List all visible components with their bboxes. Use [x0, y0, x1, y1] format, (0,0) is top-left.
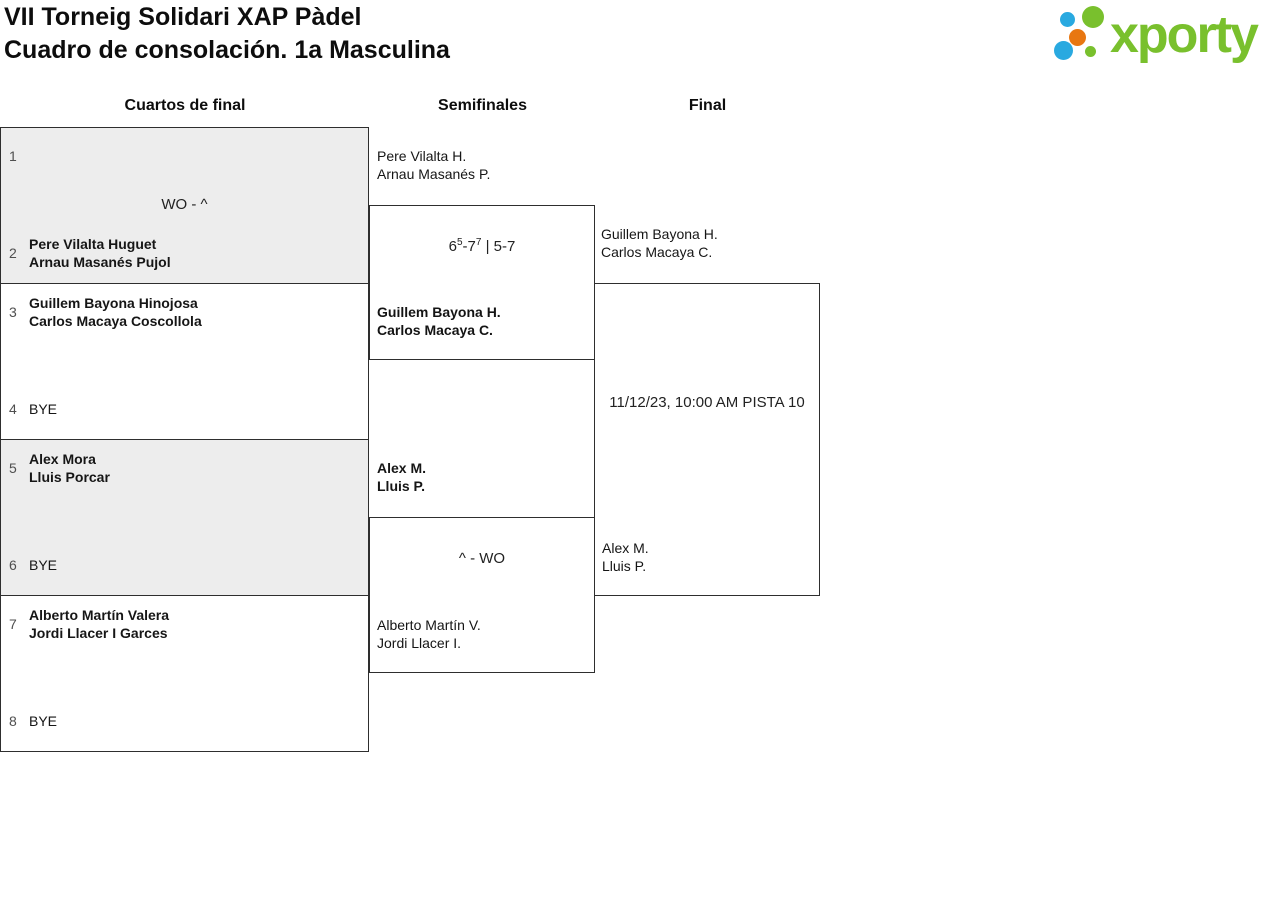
sf1-bottom-team-label: Guillem Bayona H. Carlos Macaya C.: [377, 303, 587, 339]
team-row: 3 Guillem Bayona Hinojosa Carlos Macaya …: [9, 294, 360, 330]
player-name: Arnau Masanés Pujol: [29, 254, 171, 270]
tiebreak-point: 7: [475, 236, 482, 248]
logo-dot-blue-small-icon: [1060, 12, 1075, 27]
sf2-bottom-team-label: Alberto Martín V. Jordi Llacer I.: [377, 616, 587, 652]
column-header-final: Final: [688, 97, 727, 114]
team-names: Guillem Bayona Hinojosa Carlos Macaya Co…: [29, 294, 202, 330]
bye-label: BYE: [29, 401, 58, 417]
match-qf-4[interactable]: 7 Alberto Martín Valera Jordi Llacer I G…: [0, 595, 369, 752]
seed-number: 5: [9, 460, 17, 476]
team-names: Pere Vilalta Huguet Arnau Masanés Pujol: [29, 235, 171, 271]
seed-number: 1: [9, 148, 17, 164]
team-row: 5 Alex Mora Lluis Porcar: [9, 450, 360, 486]
player-name: Pere Vilalta H.: [377, 148, 467, 164]
team-row: 8 BYE: [9, 703, 360, 739]
match-score: [9, 352, 360, 370]
seed-number: 8: [9, 713, 17, 729]
logo-dot-green-small-icon: [1085, 46, 1096, 57]
player-name: Alex M.: [602, 540, 649, 556]
bye-label: BYE: [29, 557, 58, 573]
match-final[interactable]: 11/12/23, 10:00 AM PISTA 10 Alex M. Llui…: [594, 283, 820, 596]
player-name: Lluis P.: [602, 558, 647, 574]
tournament-title: VII Torneig Solidari XAP Pàdel: [4, 3, 362, 31]
seed-number: 3: [9, 304, 17, 320]
match-sf-2[interactable]: ^ - WO Alberto Martín V. Jordi Llacer I.: [369, 517, 595, 673]
match-schedule: 11/12/23, 10:00 AM PISTA 10: [609, 393, 805, 411]
xporty-logo[interactable]: xporty: [1048, 4, 1276, 70]
sf1-top-team-label: Pere Vilalta H. Arnau Masanés P.: [377, 147, 490, 183]
logo-dot-orange-icon: [1069, 29, 1086, 46]
team-names: BYE: [29, 712, 57, 730]
player-name: Guillem Bayona H.: [601, 226, 718, 242]
match-qf-2[interactable]: 3 Guillem Bayona Hinojosa Carlos Macaya …: [0, 283, 369, 440]
player-name: Alex Mora: [29, 451, 96, 467]
score-segment: -7: [462, 237, 476, 255]
player-name: Carlos Macaya C.: [377, 322, 493, 338]
player-name: Alberto Martín V.: [377, 617, 481, 633]
player-name: Jordi Llacer I Garces: [29, 625, 168, 641]
player-name: Lluis P.: [377, 478, 425, 494]
bye-label: BYE: [29, 713, 58, 729]
team-row: 4 BYE: [9, 391, 360, 427]
player-name: Guillem Bayona Hinojosa: [29, 295, 198, 311]
player-name: Alberto Martín Valera: [29, 607, 170, 623]
team-row: 2 Pere Vilalta Huguet Arnau Masanés Pujo…: [9, 235, 360, 271]
player-name: Carlos Macaya C.: [601, 244, 713, 260]
match-score: [9, 664, 360, 682]
logo-dot-blue-big-icon: [1054, 41, 1073, 60]
team-row: 6 BYE: [9, 547, 360, 583]
match-qf-3[interactable]: 5 Alex Mora Lluis Porcar 6 BYE: [0, 439, 369, 596]
match-sf-1[interactable]: 65-77 | 5-7 Guillem Bayona H. Carlos Mac…: [369, 205, 595, 360]
seed-number: 2: [9, 245, 17, 261]
team-names: BYE: [29, 400, 57, 418]
score-segment: | 5-7: [481, 237, 516, 255]
match-score: [9, 508, 360, 526]
logo-dot-green-big-icon: [1082, 6, 1104, 28]
player-name: Carlos Macaya Coscollola: [29, 313, 202, 329]
match-score: 65-77 | 5-7: [377, 206, 587, 286]
team-names: BYE: [29, 556, 57, 574]
sf2-top-team-label: Alex M. Lluis P.: [377, 459, 426, 495]
match-score: WO - ^: [161, 195, 208, 213]
tiebreak-point: 5: [456, 236, 463, 248]
player-name: Guillem Bayona H.: [377, 304, 501, 320]
page-title: VII Torneig Solidari XAP Pàdel Cuadro de…: [4, 1, 450, 67]
player-name: Alex M.: [377, 460, 427, 476]
player-name: Lluis Porcar: [29, 469, 110, 485]
final-top-team-label: Guillem Bayona H. Carlos Macaya C.: [601, 225, 718, 261]
column-header-semifinals: Semifinales: [438, 97, 527, 114]
team-row: 7 Alberto Martín Valera Jordi Llacer I G…: [9, 606, 360, 642]
final-bottom-team-label: Alex M. Lluis P.: [602, 539, 812, 575]
player-name: Pere Vilalta Huguet: [29, 236, 157, 252]
seed-number: 6: [9, 557, 17, 573]
logo-wordmark: xporty: [1110, 6, 1259, 64]
seed-number: 7: [9, 616, 17, 632]
player-name: Jordi Llacer I.: [377, 635, 462, 651]
score-segment: 6: [448, 237, 457, 255]
bracket-subtitle: Cuadro de consolación. 1a Masculina: [4, 36, 450, 64]
match-qf-1[interactable]: 1 WO - ^ 2 Pere Vilalta Huguet Arnau Mas…: [0, 127, 369, 284]
team-names: Alberto Martín Valera Jordi Llacer I Gar…: [29, 606, 169, 642]
team-names: Alex Mora Lluis Porcar: [29, 450, 110, 486]
team-row: 1: [9, 138, 360, 174]
seed-number: 4: [9, 401, 17, 417]
column-header-quarterfinals: Cuartos de final: [124, 97, 246, 114]
match-score: ^ - WO: [458, 549, 506, 567]
player-name: Arnau Masanés P.: [377, 166, 491, 182]
